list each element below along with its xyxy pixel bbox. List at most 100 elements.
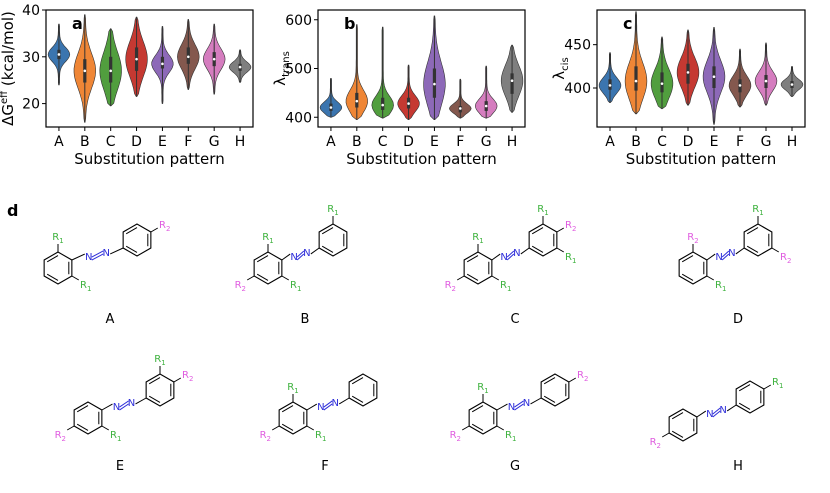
substituent-bond: [491, 275, 500, 281]
double-bond: [746, 245, 759, 253]
substituent-letter: R: [445, 280, 452, 291]
substituent-letter: R: [260, 430, 267, 441]
y-axis-label-sup: eff: [0, 90, 10, 104]
x-tick-label: D: [403, 134, 414, 150]
benzene-ring: [318, 223, 348, 257]
x-tick-label: D: [131, 134, 142, 150]
nitrogen-atom: N: [513, 248, 520, 259]
r1-label: R1: [154, 354, 165, 367]
r2-label: R2: [445, 280, 456, 293]
r1-label: R1: [315, 430, 326, 443]
violin-median-D: [407, 102, 410, 105]
r1-label: R1: [500, 280, 511, 293]
n-n-bond: [323, 400, 333, 408]
substituent-letter: R: [537, 204, 544, 215]
nitrogen-atom: N: [331, 398, 338, 409]
substituent-index: 2: [166, 225, 170, 233]
substituent-bond: [281, 275, 290, 281]
r2-label: R2: [55, 430, 66, 443]
double-bond: [531, 227, 544, 235]
double-bond: [256, 273, 269, 281]
substituent-index: 2: [694, 237, 698, 245]
n-n-bond: [712, 410, 721, 418]
violin-median-H: [790, 83, 794, 86]
nitrogen-atom: N: [508, 402, 515, 413]
substituent-index: 2: [572, 225, 576, 233]
panel-label: a: [72, 14, 83, 33]
nitrogen-atom: N: [290, 252, 297, 263]
x-tick-label: B: [352, 134, 362, 150]
substituent-letter: R: [650, 437, 657, 448]
x-tick-label: G: [481, 134, 492, 150]
x-tick-label: B: [631, 134, 641, 150]
r2-label: R2: [650, 437, 661, 450]
y-tick-label: 450: [564, 38, 591, 54]
substituent-index: 2: [457, 435, 461, 443]
y-axis-label-main: ΔG: [0, 104, 17, 126]
azo-bond: [530, 397, 542, 405]
substituent-bond: [71, 275, 80, 281]
substituent-letter: R: [235, 280, 242, 291]
violin-median-C: [109, 69, 112, 73]
substituent-letter: R: [687, 232, 694, 243]
substituent-index: 1: [572, 257, 576, 265]
benzene-ring: [278, 401, 308, 435]
violin-median-F: [459, 107, 462, 110]
substituent-letter: R: [182, 370, 189, 381]
y-axis-label: λtrans: [271, 51, 292, 86]
n-n-bond: [323, 403, 333, 411]
y-tick-label: 400: [285, 110, 312, 126]
substituent-index: 2: [267, 435, 271, 443]
azo-bond: [71, 253, 85, 261]
r1-label: R1: [327, 204, 338, 217]
nitrogen-atom: N: [523, 398, 530, 409]
x-tick-label: D: [683, 134, 694, 150]
violin-median-E: [433, 82, 436, 86]
substituent-index: 1: [322, 435, 326, 443]
double-bond: [76, 405, 89, 413]
violin-median-A: [608, 84, 612, 87]
substituent-letter: R: [565, 220, 572, 231]
substituent-index: 1: [512, 435, 516, 443]
double-bond: [46, 255, 59, 263]
violin-median-B: [355, 99, 359, 103]
substituent-bond: [246, 275, 255, 281]
double-bond: [125, 227, 138, 235]
azo-bond: [101, 403, 113, 411]
azo-bond: [706, 253, 716, 261]
x-tick-label: F: [456, 134, 464, 150]
substituent-index: 1: [479, 237, 483, 245]
substituent-index: 1: [269, 237, 273, 245]
substituent-letter: R: [159, 220, 166, 231]
y-axis-label-sub: trans: [281, 51, 292, 77]
violin-median-H: [510, 79, 514, 82]
benzene-ring: [540, 373, 570, 407]
substituent-bond: [556, 227, 565, 233]
x-tick-label: C: [106, 134, 116, 150]
x-tick-label: G: [761, 134, 772, 150]
substituent-index: 2: [62, 435, 66, 443]
n-n-bond: [119, 400, 129, 408]
double-bond: [351, 377, 364, 385]
nitrogen-atom: N: [113, 402, 120, 413]
azo-bond: [696, 410, 707, 418]
benzene-ring: [463, 251, 493, 285]
azo-bond: [520, 247, 530, 255]
violin-median-D: [686, 71, 690, 74]
violin-median-F: [187, 55, 190, 59]
y-tick-label: 40: [22, 3, 40, 19]
y-tick-label: 400: [564, 81, 591, 97]
y-tick-label: 600: [285, 13, 312, 29]
azo-bond: [306, 403, 318, 411]
benzene-ring: [145, 373, 175, 407]
substituent-bond: [496, 425, 505, 431]
substituent-bond: [306, 425, 315, 431]
substituent-index: 1: [334, 209, 338, 217]
x-tick-label: A: [54, 134, 64, 150]
violin-median-G: [212, 57, 216, 61]
